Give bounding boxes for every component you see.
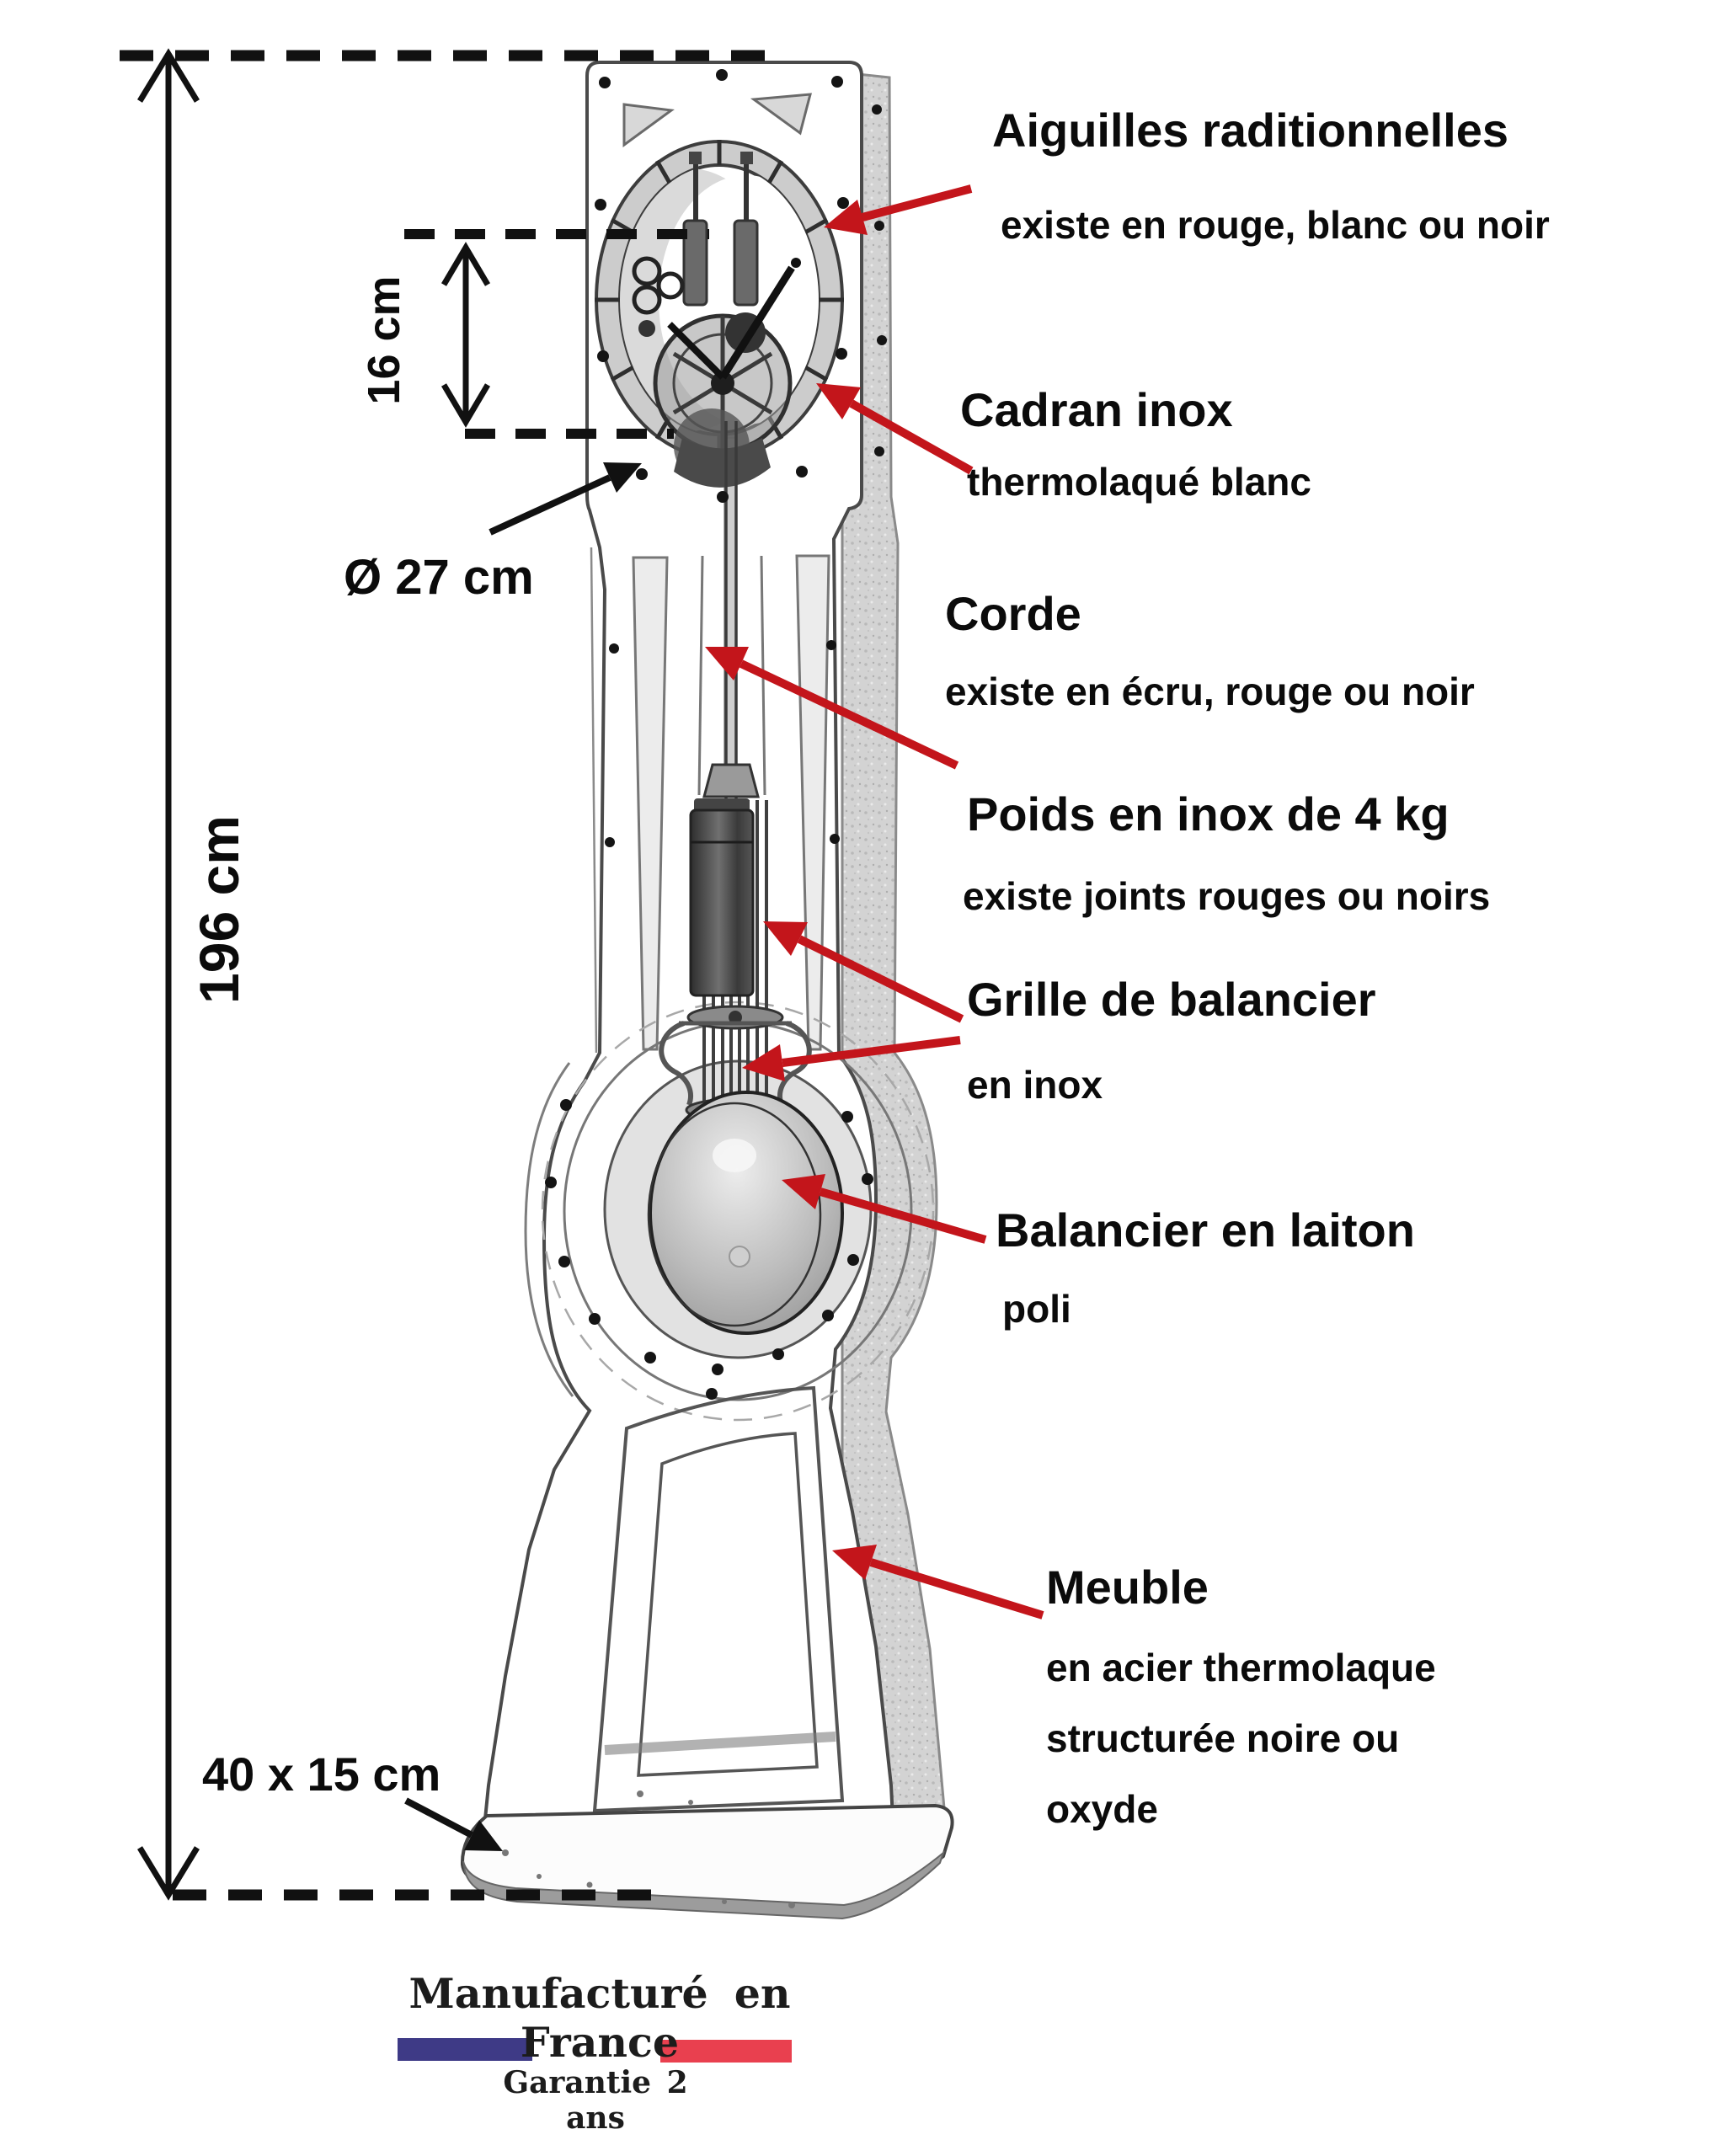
cord <box>724 421 738 798</box>
pendulum-bob <box>647 1091 844 1335</box>
label-aiguilles-sub: existe en rouge, blanc ou noir <box>1001 203 1550 247</box>
hood-vent-left <box>622 103 675 147</box>
label-meuble-sub-line3: oxyde <box>1046 1787 1158 1831</box>
arrow-corde <box>705 647 959 770</box>
screw-dots <box>545 69 887 1400</box>
lyre-scroll-right <box>777 1021 812 1107</box>
label-meuble-sub-line2: structurée noire ou <box>1046 1716 1400 1760</box>
dimension-height-label: 196 cm <box>188 815 250 1004</box>
label-corde-title: Corde <box>945 587 1081 640</box>
red-arrows <box>705 184 1044 1620</box>
suspension-block <box>702 763 760 798</box>
arrow-cadran <box>816 383 974 475</box>
flag-bar-blue <box>398 2038 532 2061</box>
label-cadran-title: Cadran inox <box>960 383 1233 436</box>
collar-knob <box>729 1011 742 1024</box>
label-poids-sub: existe joints rouges ou noirs <box>963 874 1491 918</box>
label-poids-title: Poids en inox de 4 kg <box>967 787 1450 841</box>
arrow-meuble <box>832 1545 1044 1620</box>
arrow-poids <box>763 921 964 1023</box>
label-grille-title: Grille de balancier <box>967 973 1376 1026</box>
warranty-text: Garantie 2 ans <box>503 2065 688 2136</box>
label-meuble-title: Meuble <box>1046 1561 1209 1614</box>
arrow-grille <box>742 1036 961 1081</box>
flag-bar-red <box>660 2040 792 2063</box>
clock-movement <box>632 152 801 792</box>
label-aiguilles-title: Aiguilles raditionnelles <box>992 104 1509 157</box>
case-face <box>483 61 895 1821</box>
arrow-balancier <box>782 1174 987 1244</box>
neck-left-line <box>590 547 598 1054</box>
door-smudge <box>604 1732 836 1755</box>
dimension-dial-diameter-label: Ø 27 cm <box>344 550 534 605</box>
arrow-aiguilles <box>824 184 973 235</box>
door-outer-frame <box>592 1385 845 1813</box>
label-meuble-sub-line1: en acier thermolaque <box>1046 1646 1436 1689</box>
weight <box>689 798 755 997</box>
brand-logo-text: Manufacturé en France <box>408 1969 791 2067</box>
label-cadran-sub: thermolaqué blanc <box>967 460 1311 504</box>
neck-slot-left <box>632 556 669 1051</box>
dim-27-arrow <box>489 462 642 536</box>
hood-vent-right <box>750 93 812 136</box>
bulge-outer-line <box>524 1062 574 1397</box>
lyre-scroll-left <box>659 1021 693 1107</box>
base-speckles <box>502 1790 795 1908</box>
case-side-panel <box>841 71 947 1819</box>
door-inner-frame <box>637 1432 819 1777</box>
dimension-lines <box>120 48 771 1901</box>
dimension-dial-height-label: 16 cm <box>359 275 409 405</box>
dimension-base-label: 40 x 15 cm <box>202 1748 441 1801</box>
label-balancier-sub: poli <box>1002 1287 1071 1331</box>
dim-base-arrow <box>404 1797 503 1851</box>
label-balancier-title: Balancier en laiton <box>996 1203 1415 1257</box>
label-meuble-sub: en acier thermolaque structurée noire ou… <box>1046 1632 1436 1844</box>
label-corde-sub: existe en écru, rouge ou noir <box>945 670 1475 713</box>
label-grille-sub: en inox <box>967 1063 1103 1107</box>
center-opening-left <box>697 555 704 796</box>
neck-slot-right <box>795 554 830 1051</box>
